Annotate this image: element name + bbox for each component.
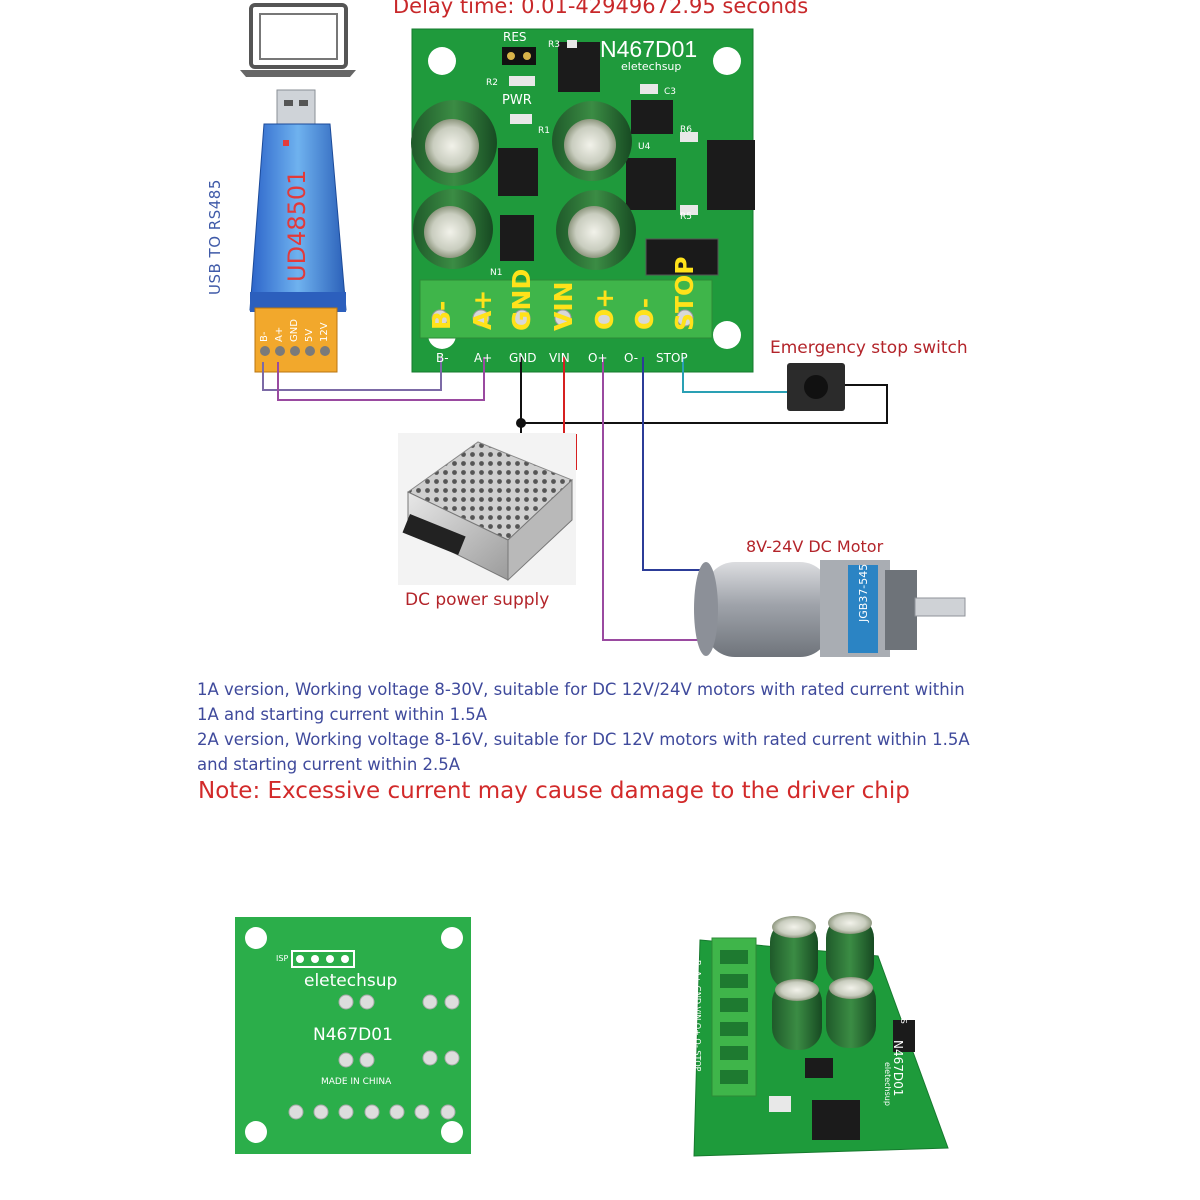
usb-pin-label: 12V (319, 322, 330, 342)
wires (262, 357, 888, 641)
wire-gnd-black (520, 357, 888, 424)
wire-gray-purple (262, 357, 442, 391)
pwr-label: PWR (502, 93, 532, 108)
capacitor (826, 977, 876, 1048)
comp-label: R3 (548, 40, 560, 50)
wire-o-plus (602, 357, 698, 641)
motor-tag: JGB37-545 (857, 563, 870, 622)
terminal-label-o-minus: O- (630, 297, 659, 330)
capacitor (411, 100, 497, 186)
emergency-stop-label: Emergency stop switch (770, 338, 968, 358)
made-in-china-label: MADE IN CHINA (321, 1077, 392, 1087)
side-board-model: N467D01 (891, 1040, 905, 1097)
comp-label: R2 (486, 78, 498, 88)
capacitor (552, 101, 632, 181)
wire-purple-a (277, 357, 485, 401)
usb-to-rs485-label: USB TO RS485 (206, 179, 224, 295)
side-board-brand: eletechsup (883, 1062, 892, 1106)
silkscreen-label: O- (624, 351, 639, 365)
silkscreen-label: VIN (549, 351, 570, 365)
power-supply-label: DC power supply (405, 590, 550, 610)
main-pcb (411, 28, 755, 373)
usb-pin-label: 5V (304, 328, 315, 342)
info-line: 1A and starting current within 1.5A (197, 705, 488, 724)
comp-label: N1 (490, 268, 503, 278)
comp-label: C3 (664, 87, 677, 97)
motor-label: 8V-24V DC Motor (746, 537, 884, 556)
terminal-label-a-plus: A+ (468, 289, 497, 330)
info-line: and starting current within 2.5A (197, 755, 461, 774)
terminal-label-gnd: GND (507, 268, 536, 331)
comp-label: R1 (538, 126, 550, 136)
capacitor (556, 190, 636, 270)
bottom-board-brand: eletechsup (304, 971, 398, 991)
terminal-label-o-plus: O+ (590, 287, 619, 330)
usb-pin-label: GND (289, 319, 300, 342)
usb-device-text: UD48501 (283, 169, 311, 282)
silkscreen-label: GND (509, 351, 537, 365)
usb-rs485-adapter (249, 89, 347, 373)
warning-note: Note: Excessive current may cause damage… (198, 778, 910, 804)
capacitor (770, 916, 818, 990)
silkscreen-label: STOP (656, 351, 688, 365)
isp-label: ISP (276, 954, 289, 963)
silkscreen-label: B- (436, 351, 449, 365)
usb-pin-label: A+ (274, 326, 285, 342)
capacitor (413, 189, 493, 269)
silkscreen-label: A+ (474, 351, 493, 365)
board-brand: eletechsup (621, 60, 682, 73)
comp-label: R5 (680, 212, 692, 222)
laptop-icon (240, 3, 356, 77)
side-board-terminals: B- A+ GND VIN O+ O- STOP (693, 960, 702, 1072)
terminal-label-stop: STOP (670, 256, 699, 331)
wire-stop-teal (682, 357, 787, 393)
info-line: 2A version, Working voltage 8-16V, suita… (197, 730, 970, 749)
dc-motor (694, 560, 966, 657)
dc-power-supply (398, 433, 576, 585)
side-board-res: RES (899, 1008, 908, 1024)
terminal-label-vin: VIN (549, 281, 578, 331)
bottom-board-back (235, 917, 471, 1154)
capacitor (772, 979, 822, 1050)
emergency-stop-switch (787, 363, 845, 411)
comp-label: R6 (680, 125, 692, 135)
info-line: 1A version, Working voltage 8-30V, suita… (197, 680, 965, 699)
wire-o-minus (642, 357, 706, 571)
board-model: N467D01 (600, 36, 698, 62)
usb-pin-label: B- (259, 331, 270, 342)
comp-label: U4 (638, 142, 651, 152)
res-label: RES (503, 30, 527, 44)
silkscreen-label: O+ (588, 351, 608, 365)
bottom-board-model: N467D01 (313, 1025, 393, 1045)
bottom-board-angled (693, 912, 949, 1157)
delay-time-title: Delay time: 0.01-42949672.95 seconds (393, 0, 809, 18)
capacitor (826, 912, 874, 986)
terminal-label-b-minus: B- (427, 300, 456, 330)
